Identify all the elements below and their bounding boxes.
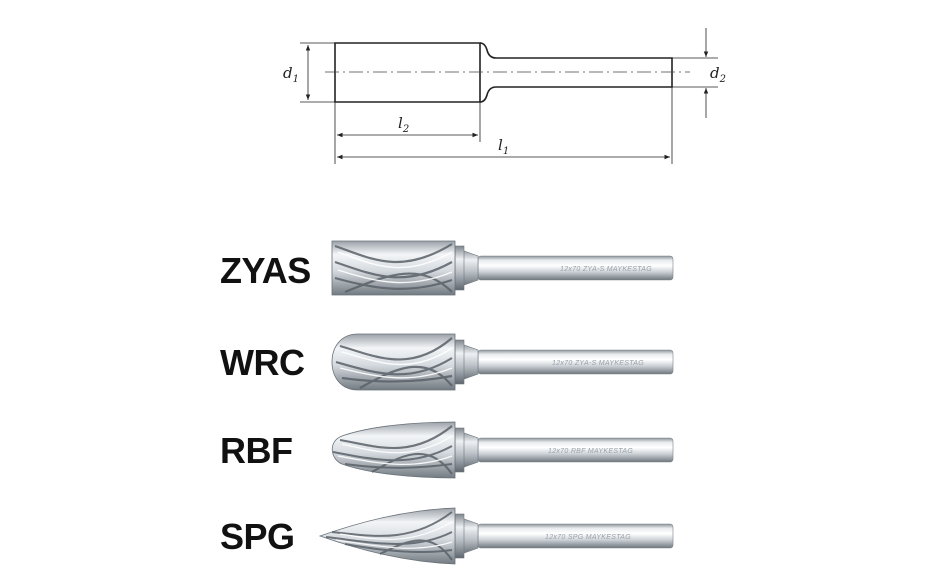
shank-marking-wrc: 12x70 ZYA-S MAYKESTAG [552,360,644,367]
shank-marking-rbf: 12x70 RBF MAYKESTAG [548,448,633,455]
dimension-drawing: d1 d2 l2 l1 [283,28,726,164]
svg-text:l1: l1 [498,136,509,157]
tool-label-spg: SPG [220,516,295,557]
d1-subscript: 1 [293,74,299,85]
tool-row-spg: SPG 12x70 SPG MAYKESTAG [220,507,674,565]
cutter-head-outline [334,42,481,103]
shank-marking-spg: 12x70 SPG MAYKESTAG [545,534,631,541]
l1-label: l [498,136,503,154]
dimension-l2: l2 [334,102,481,164]
tool-image-zyas: 12x70 ZYA-S MAYKESTAG [331,240,674,296]
d1-label: d [283,64,293,82]
tool-image-rbf: 12x70 RBF MAYKESTAG [331,421,674,479]
tool-label-wrc: WRC [220,342,305,383]
d2-subscript: 2 [719,74,726,85]
l2-label: l [398,114,403,132]
l1-subscript: 1 [503,146,509,157]
tool-row-rbf: RBF 12x70 RBF MAYKESTAG [220,421,674,479]
dimension-l1: l1 [337,87,673,164]
l2-subscript: 2 [402,124,409,135]
svg-text:d2: d2 [710,64,726,85]
svg-text:d1: d1 [283,64,299,85]
tool-label-zyas: ZYAS [220,250,311,291]
dimension-d1: d1 [283,42,335,103]
tool-row-zyas: ZYAS 12x70 ZYA-S MAYKESTAG [220,240,674,296]
dimension-d2: d2 [672,28,726,118]
tool-row-wrc: WRC 12x70 ZYA-S MAYKESTAG [220,333,674,391]
tool-image-wrc: 12x70 ZYA-S MAYKESTAG [331,333,674,391]
tool-label-rbf: RBF [220,430,293,471]
tool-image-spg: 12x70 SPG MAYKESTAG [318,507,674,565]
d2-label: d [710,64,720,82]
shank-marking-zyas: 12x70 ZYA-S MAYKESTAG [560,266,652,273]
svg-text:l2: l2 [398,114,409,135]
neck-outline [479,42,673,103]
